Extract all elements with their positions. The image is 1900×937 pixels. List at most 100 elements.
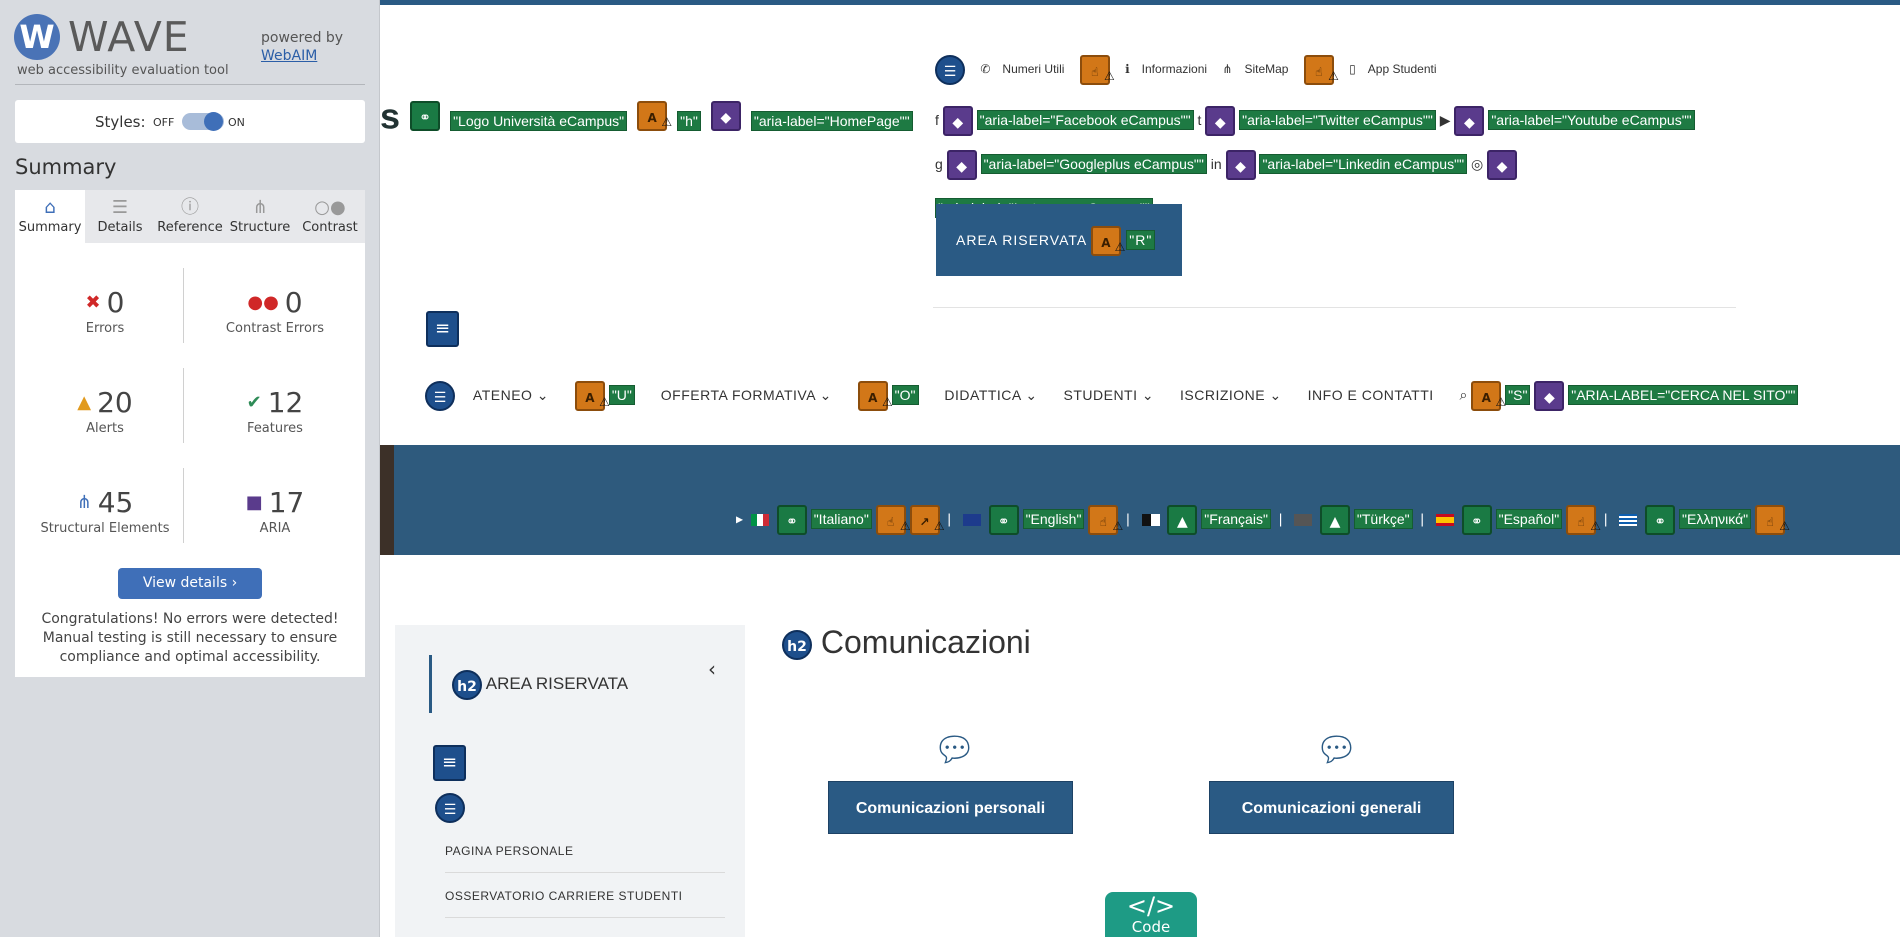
logo-alt-label: "Logo Università eCampus" (450, 111, 628, 131)
logo-fragment: s (380, 95, 401, 137)
tab-structure[interactable]: ⋔ Structure (225, 190, 295, 243)
hero-banner (380, 445, 1900, 555)
aria-label: ARIA (259, 521, 291, 536)
lang-greek[interactable]: "Ελληνικά" (1679, 508, 1752, 529)
contrast-errors-label: Contrast Errors (225, 321, 325, 336)
nav-didattica[interactable]: DIDATTICA ⌄ (944, 386, 1038, 403)
nav-studenti[interactable]: STUDENTI ⌄ (1063, 386, 1155, 403)
aria-tag-icon: ◆ (1534, 381, 1565, 411)
info-icon: ℹ (1125, 62, 1130, 77)
aria-tag-icon: ◆ (1454, 106, 1485, 137)
aria-tag-icon: ◆ (946, 150, 977, 181)
aria-tag-icon: ◆ (710, 101, 741, 132)
language-selector: ▸ ⚭ "Italiano" ☝ ↗ | ⚭ "English" ☝ | ▲ "… (736, 505, 1790, 541)
link-icon: ⚭ (776, 505, 807, 535)
errors-count: 0 (106, 286, 125, 319)
facebook-icon: f (935, 112, 939, 128)
styles-toggle[interactable] (182, 112, 224, 131)
twitter-icon: t (1197, 112, 1202, 128)
alert-icon: ☝ (1079, 55, 1115, 91)
h2-badge-icon: h2 (452, 669, 482, 700)
toggle-knob (204, 112, 223, 131)
alert-icon: ☝ (1566, 505, 1601, 541)
errors-label: Errors (85, 321, 125, 336)
u-label: "U" (608, 384, 635, 405)
alert-icon: ☝ (1755, 505, 1790, 541)
aria-icon: ■ (245, 492, 263, 513)
top-bar (380, 0, 1900, 5)
structure-icon: ⋔ (76, 492, 92, 513)
lang-turkce[interactable]: "Türkçe" (1353, 508, 1413, 529)
search-icon[interactable]: ⌕ (1459, 386, 1468, 403)
nav-label: INFO E CONTATTI (1307, 386, 1434, 403)
linkedin-link[interactable]: "aria-label="Linkedin eCampus"" (1259, 154, 1468, 174)
errors-stat: ✖0 Errors (25, 286, 185, 336)
tab-contrast[interactable]: ○●Contrast (295, 190, 365, 243)
nav-ateneo[interactable]: ATENEO ⌄ (472, 386, 550, 403)
collapse-chevron-icon[interactable]: ‹ (708, 657, 716, 681)
page-title-text: Comunicazioni (820, 624, 1031, 660)
facebook-link[interactable]: "aria-label="Facebook eCampus"" (976, 110, 1194, 130)
app-studenti-link[interactable]: App Studenti (1367, 62, 1437, 77)
structure-icon: ⋔ (252, 197, 268, 218)
comunicazioni-generali-button[interactable]: Comunicazioni generali (1209, 781, 1454, 834)
youtube-link[interactable]: "aria-label="Youtube eCampus"" (1488, 110, 1695, 130)
view-details-button[interactable]: View details › (118, 568, 262, 599)
nav-label: STUDENTI (1063, 386, 1138, 403)
nav-info-contatti[interactable]: INFO E CONTATTI (1308, 387, 1434, 403)
lang-francais[interactable]: "Français" (1201, 508, 1271, 529)
page-title: h2 Comunicazioni (782, 624, 1031, 661)
alert-icon: ☝ (1303, 55, 1339, 91)
area-riservata-button[interactable]: AREA RISERVATA A "R" (936, 204, 1182, 276)
nav-label: DIDATTICA (944, 386, 1021, 403)
contrast-error-icon: ●● (247, 292, 279, 313)
styles-label: Styles: (95, 113, 146, 131)
nav-offerta-formativa[interactable]: OFFERTA FORMATIVA ⌄ (660, 386, 832, 403)
tab-summary[interactable]: ⌂Summary (15, 190, 85, 243)
aria-tag-icon: ◆ (1487, 150, 1518, 181)
list-icon: ☰ (111, 197, 129, 218)
sidebar-item-pagina-personale[interactable]: PAGINA PERSONALE (445, 844, 725, 873)
tab-label: Structure (229, 220, 291, 235)
alert-icon: A (574, 381, 610, 417)
wave-logo-icon: W (14, 14, 60, 60)
summary-title: Summary (15, 155, 117, 179)
sitemap-link[interactable]: SiteMap (1244, 62, 1289, 77)
googleplus-link[interactable]: "aria-label="Googleplus eCampus"" (980, 154, 1207, 174)
webaim-link[interactable]: WebAIM (261, 48, 318, 64)
image-icon: ▲ (1320, 505, 1351, 535)
alert-icon: A (1091, 226, 1126, 262)
mobile-icon: ▯ (1349, 62, 1356, 77)
sidebar-item-osservatorio[interactable]: OSSERVATORIO CARRIERE STUDENTI (445, 889, 725, 918)
lang-espanol[interactable]: "Español" (1495, 508, 1563, 529)
nav-iscrizione[interactable]: ISCRIZIONE ⌄ (1180, 386, 1282, 403)
s-label: "S" (1505, 384, 1531, 405)
lang-english[interactable]: "English" (1022, 508, 1085, 529)
twitter-link[interactable]: "aria-label="Twitter eCampus"" (1239, 110, 1436, 130)
styles-off-label: OFF (153, 116, 175, 129)
alert-icon: ↗ (909, 505, 945, 541)
congrats-message: Congratulations! No errors were detected… (41, 611, 339, 665)
contrast-errors-count: 0 (284, 286, 303, 319)
youtube-icon: ▶ (1439, 112, 1451, 128)
homepage-aria-label[interactable]: "aria-label="HomePage"" (750, 111, 913, 131)
code-badge[interactable]: </> Code (1105, 892, 1197, 937)
sitemap-icon: ⋔ (1222, 62, 1233, 77)
contrast-errors-stat: ●●0 Contrast Errors (195, 286, 355, 336)
informazioni-link[interactable]: Informazioni (1141, 62, 1208, 77)
tab-label: Reference (157, 220, 223, 235)
lang-italiano[interactable]: "Italiano" (810, 508, 872, 529)
features-count: 12 (267, 386, 304, 419)
numeri-utili-link[interactable]: Numeri Utili (1002, 62, 1065, 77)
tab-details[interactable]: ☰Details (85, 190, 155, 243)
o-label: "O" (891, 384, 919, 405)
alert-icon: A (637, 101, 672, 137)
powered-by-label: powered by (261, 30, 344, 46)
aria-tag-icon: ◆ (1225, 150, 1256, 181)
comunicazioni-personali-button[interactable]: Comunicazioni personali (828, 781, 1073, 834)
sidebar-heading: h2 AREA RISERVATA (429, 655, 628, 713)
divider (183, 368, 184, 443)
search-aria-label: "ARIA-LABEL="CERCA NEL SITO"" (1568, 384, 1799, 405)
